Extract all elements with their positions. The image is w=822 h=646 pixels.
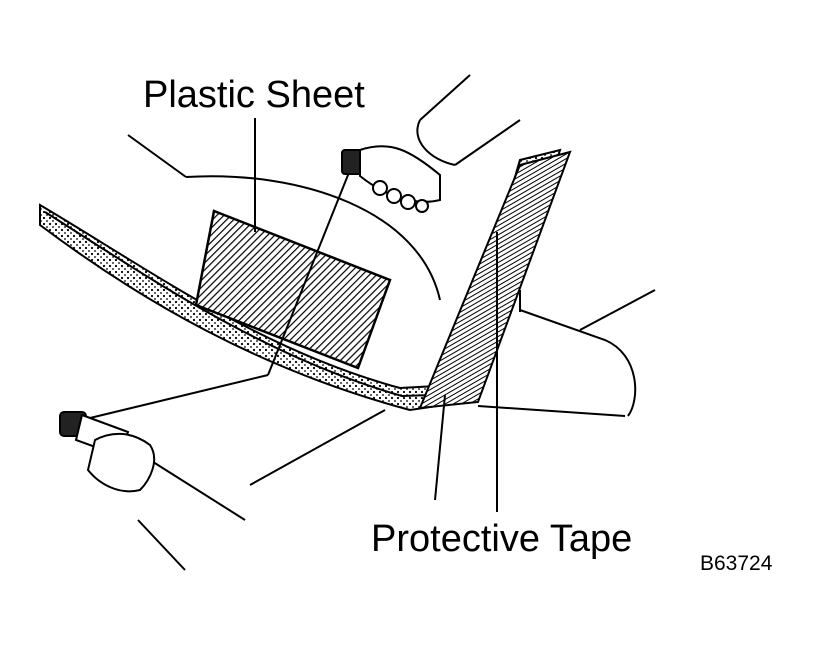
figure-code: B63724 (700, 552, 773, 575)
callout-leaders (254, 118, 498, 512)
protective-tape (418, 150, 572, 410)
upper-hand-icon (341, 119, 456, 213)
plastic-sheet-label: Plastic Sheet (143, 74, 365, 116)
piano-wire (89, 164, 353, 419)
plastic-sheet (194, 209, 392, 370)
protective-tape-label: Protective Tape (371, 518, 632, 560)
vehicle-body-outline (127, 74, 656, 571)
lower-hand-icon (59, 411, 156, 493)
